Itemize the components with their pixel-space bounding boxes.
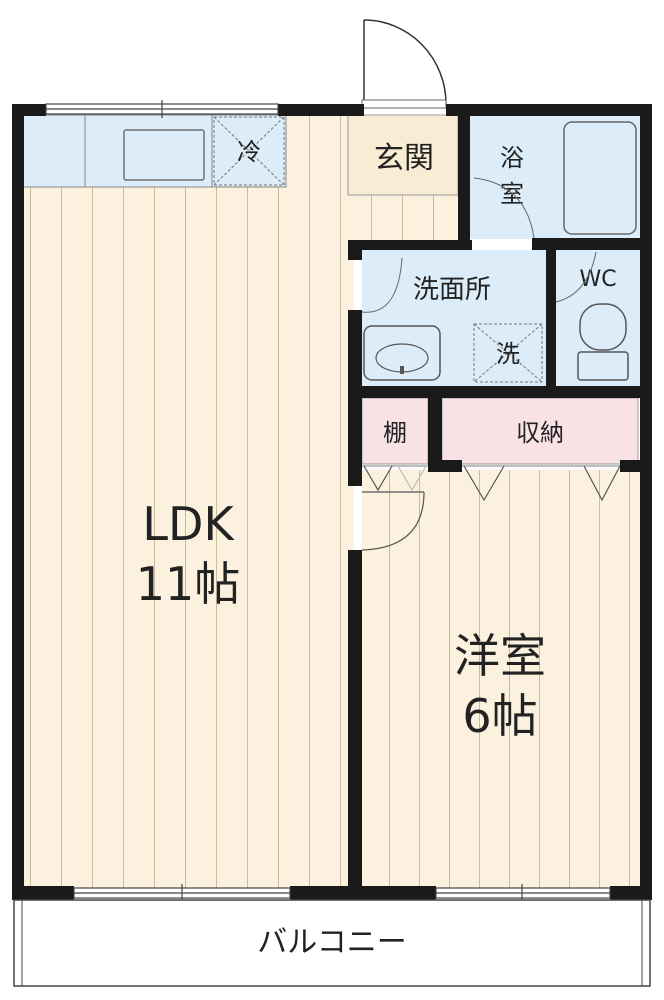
bath-label-1: 浴 bbox=[500, 144, 524, 172]
washroom-label: 洗面所 bbox=[413, 275, 491, 305]
western-room-name: 洋室 bbox=[454, 629, 546, 683]
bath-label-2: 室 bbox=[500, 180, 524, 208]
closet-doors bbox=[362, 465, 640, 502]
balcony: バルコニー bbox=[13, 899, 651, 987]
toilet bbox=[579, 303, 627, 351]
entrance-label: 玄関 bbox=[374, 141, 434, 176]
ldk-size: 11帖 bbox=[136, 557, 241, 611]
ldk-floor bbox=[22, 115, 354, 888]
washroom: 洗面所 bbox=[361, 250, 546, 386]
fridge-space: 冷 bbox=[213, 116, 285, 186]
windows bbox=[45, 100, 611, 902]
balcony-label: バルコニー bbox=[257, 925, 406, 960]
ldk-name: LDK bbox=[142, 497, 235, 551]
shelf: 棚 bbox=[361, 397, 429, 465]
entrance: 玄関 bbox=[347, 114, 459, 196]
shelf-label: 棚 bbox=[383, 419, 407, 447]
storage-label: 収納 bbox=[516, 419, 564, 447]
hallway-floor bbox=[348, 195, 466, 243]
western-room-floor bbox=[362, 470, 640, 888]
storage: 収納 bbox=[441, 397, 639, 465]
wc: WC bbox=[555, 250, 640, 386]
western-room-door bbox=[361, 491, 425, 551]
wc-label: WC bbox=[579, 267, 616, 292]
washer-space: 洗 bbox=[473, 323, 543, 383]
entrance-door bbox=[361, 19, 447, 109]
bathroom: 浴 室 bbox=[470, 115, 640, 239]
western-room-size: 6帖 bbox=[462, 689, 537, 743]
fridge-label: 冷 bbox=[237, 138, 261, 166]
washer-label: 洗 bbox=[496, 340, 520, 368]
walls bbox=[12, 104, 652, 900]
